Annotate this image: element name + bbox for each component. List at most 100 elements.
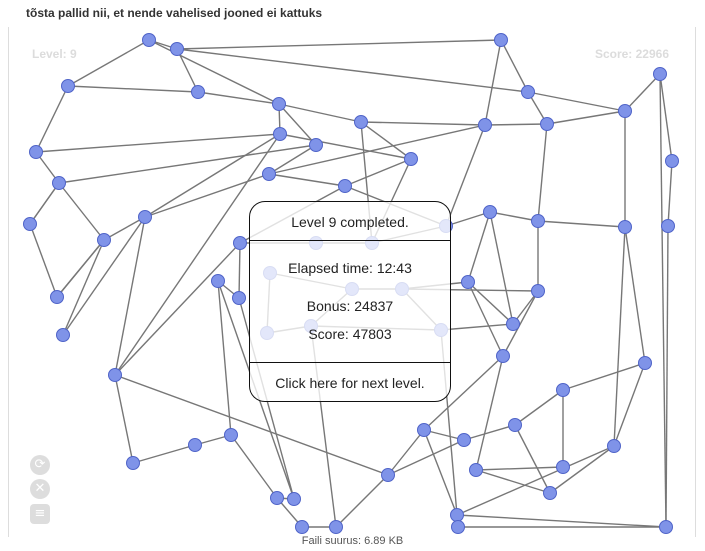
node-ball[interactable] xyxy=(295,520,309,534)
edge-line xyxy=(144,133,281,218)
level-indicator: Level: 9 xyxy=(32,47,77,61)
node-ball[interactable] xyxy=(270,491,284,505)
node-layer[interactable] xyxy=(23,33,679,534)
node-ball[interactable] xyxy=(56,328,70,342)
node-ball[interactable] xyxy=(50,290,64,304)
node-ball[interactable] xyxy=(531,284,545,298)
edge-line xyxy=(58,144,317,184)
node-ball[interactable] xyxy=(262,167,276,181)
completed-message: Level 9 completed. xyxy=(291,214,409,230)
node-ball[interactable] xyxy=(450,508,464,522)
node-ball[interactable] xyxy=(52,176,66,190)
node-ball[interactable] xyxy=(531,214,545,228)
node-ball[interactable] xyxy=(188,438,202,452)
edge-line xyxy=(176,48,529,93)
edge-line xyxy=(387,429,425,476)
node-ball[interactable] xyxy=(661,219,675,233)
node-ball[interactable] xyxy=(508,418,522,432)
node-ball[interactable] xyxy=(138,210,152,224)
node-ball[interactable] xyxy=(483,205,497,219)
node-ball[interactable] xyxy=(618,104,632,118)
close-icon[interactable]: ✕ xyxy=(30,479,50,499)
node-ball[interactable] xyxy=(638,356,652,370)
edge-line xyxy=(360,121,412,160)
edge-line xyxy=(56,239,105,298)
edge-line xyxy=(114,242,241,376)
info-icon[interactable]: ≡ xyxy=(30,504,50,524)
node-ball[interactable] xyxy=(272,97,286,111)
node-ball[interactable] xyxy=(170,42,184,56)
edge-line xyxy=(475,466,564,471)
node-ball[interactable] xyxy=(338,179,352,193)
node-ball[interactable] xyxy=(469,463,483,477)
edge-line xyxy=(278,103,362,123)
node-ball[interactable] xyxy=(126,456,140,470)
node-ball[interactable] xyxy=(287,492,301,506)
node-ball[interactable] xyxy=(494,33,508,47)
node-ball[interactable] xyxy=(273,127,287,141)
node-ball[interactable] xyxy=(224,428,238,442)
edge-line xyxy=(62,216,146,336)
edge-line xyxy=(176,39,502,50)
edge-line xyxy=(445,124,486,227)
edge-line xyxy=(114,374,389,476)
node-ball[interactable] xyxy=(61,79,75,93)
edge-line xyxy=(475,355,504,471)
refresh-icon[interactable]: ⟳ xyxy=(30,455,50,475)
edge-line xyxy=(35,85,69,153)
edge-line xyxy=(624,226,646,364)
edge-line xyxy=(659,73,673,162)
node-ball[interactable] xyxy=(556,383,570,397)
edge-line xyxy=(58,182,105,241)
node-ball[interactable] xyxy=(451,520,465,534)
node-ball[interactable] xyxy=(665,154,679,168)
bonus-value: Bonus: 24837 xyxy=(306,298,394,314)
node-ball[interactable] xyxy=(540,117,554,131)
node-ball[interactable] xyxy=(478,118,492,132)
node-ball[interactable] xyxy=(653,67,667,81)
node-ball[interactable] xyxy=(496,349,510,363)
node-ball[interactable] xyxy=(607,439,621,453)
node-ball[interactable] xyxy=(556,460,570,474)
edge-line xyxy=(29,223,58,298)
node-ball[interactable] xyxy=(659,520,673,534)
node-ball[interactable] xyxy=(521,85,535,99)
node-ball[interactable] xyxy=(417,423,431,437)
edge-line xyxy=(514,389,564,426)
node-ball[interactable] xyxy=(461,275,475,289)
edge-line xyxy=(335,474,389,528)
node-ball[interactable] xyxy=(232,291,246,305)
edge-line xyxy=(484,39,502,126)
edge-line xyxy=(423,355,504,431)
edge-line xyxy=(624,73,661,112)
node-ball[interactable] xyxy=(233,236,247,250)
node-ball[interactable] xyxy=(23,217,37,231)
node-ball[interactable] xyxy=(142,33,156,47)
node-ball[interactable] xyxy=(108,368,122,382)
node-ball[interactable] xyxy=(543,486,557,500)
edge-line xyxy=(360,121,486,126)
next-level-button[interactable]: Click here for next level. xyxy=(275,375,425,391)
node-ball[interactable] xyxy=(29,145,43,159)
edge-line xyxy=(35,133,281,153)
node-ball[interactable] xyxy=(329,520,343,534)
score-value: Score: 47803 xyxy=(308,326,392,342)
edge-line xyxy=(502,290,539,357)
node-ball[interactable] xyxy=(618,220,632,234)
edge-line xyxy=(475,469,551,494)
node-ball[interactable] xyxy=(354,115,368,129)
node-ball[interactable] xyxy=(309,138,323,152)
node-ball[interactable] xyxy=(506,317,520,331)
edge-line xyxy=(440,323,514,331)
node-ball[interactable] xyxy=(97,233,111,247)
node-ball[interactable] xyxy=(404,152,418,166)
node-ball[interactable] xyxy=(457,433,471,447)
edge-line xyxy=(527,91,626,112)
node-ball[interactable] xyxy=(381,468,395,482)
edge-line xyxy=(463,424,516,441)
node-ball[interactable] xyxy=(191,85,205,99)
edge-line xyxy=(230,434,278,499)
node-ball[interactable] xyxy=(211,274,225,288)
edge-line xyxy=(67,85,199,93)
